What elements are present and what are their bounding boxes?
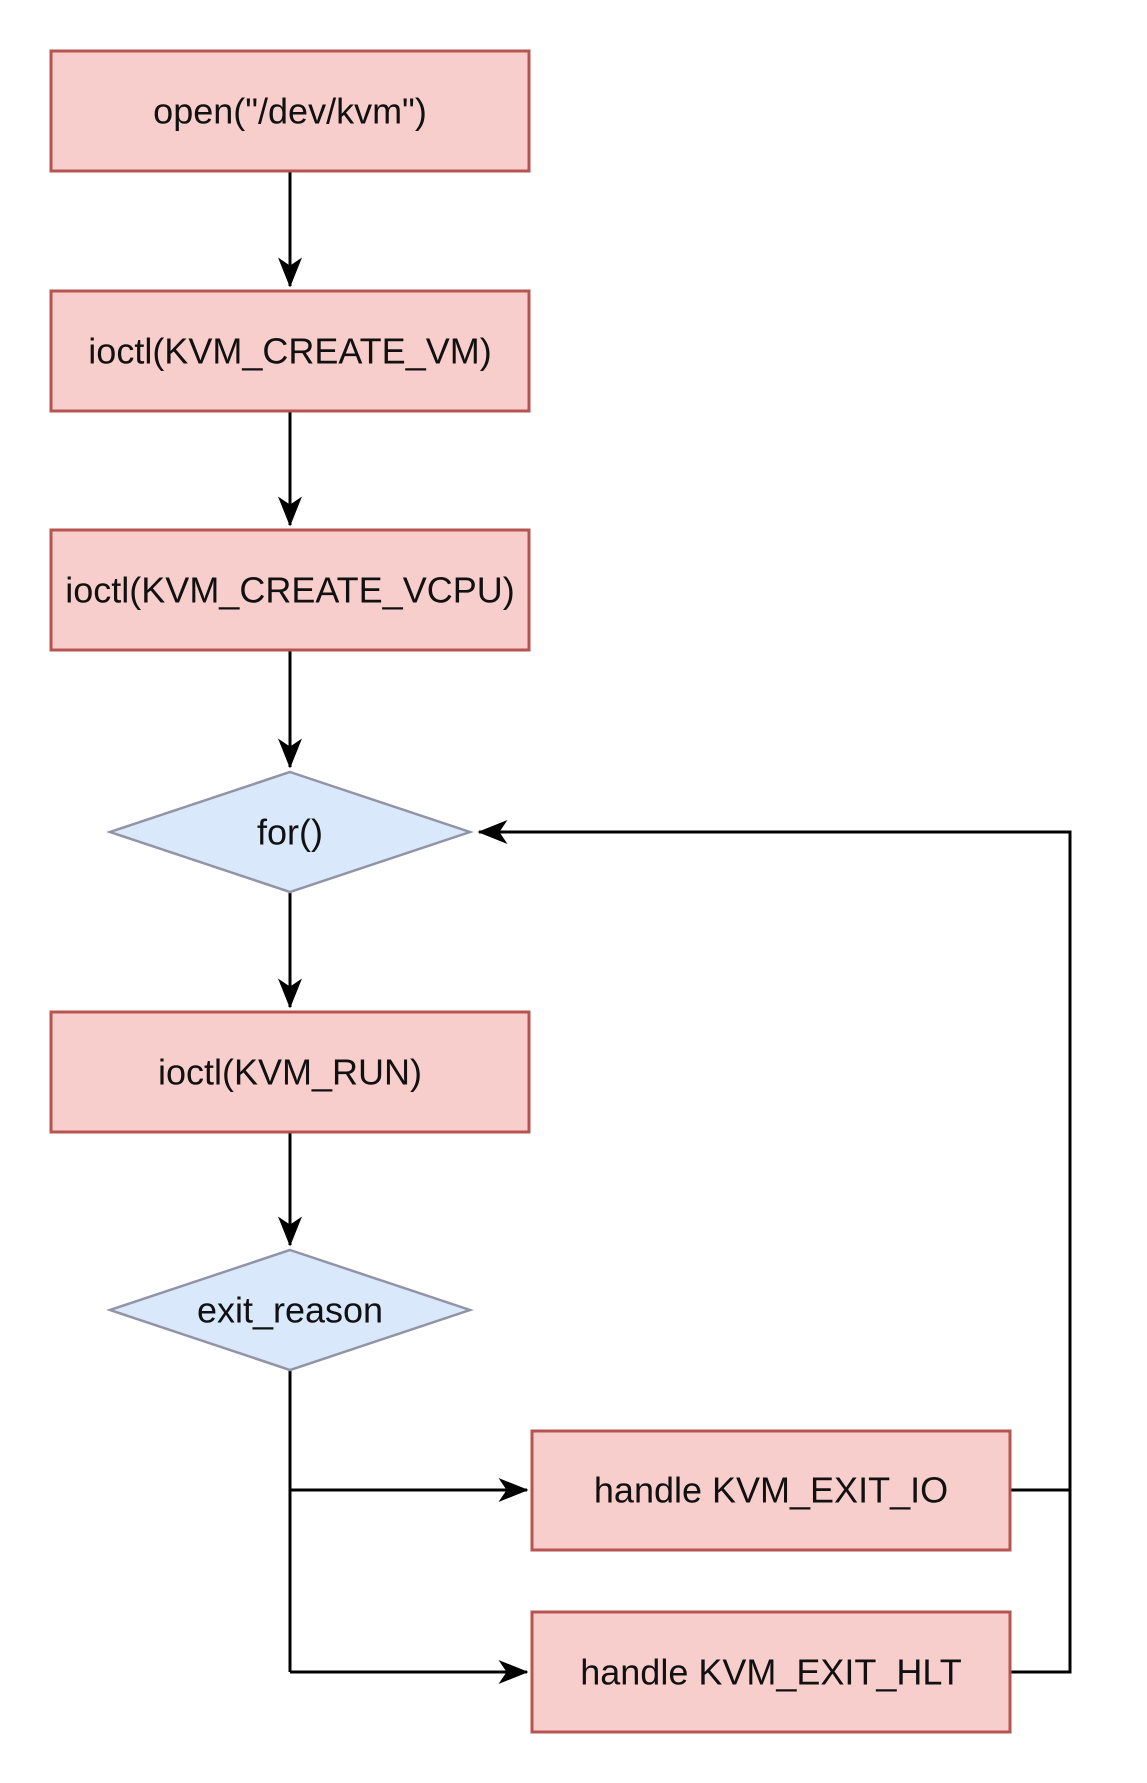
node-label-kvm-run: ioctl(KVM_RUN) xyxy=(158,1052,422,1093)
decision-node-for-diamond xyxy=(106,770,474,894)
node-label-open: open("/dev/kvm") xyxy=(153,91,427,132)
process-node-create-vm: ioctl(KVM_CREATE_VM) xyxy=(49,289,531,413)
node-label-handle-io: handle KVM_EXIT_IO xyxy=(594,1470,948,1511)
process-node-kvm-run-box xyxy=(49,1010,531,1134)
process-node-kvm-run: ioctl(KVM_RUN) xyxy=(49,1010,531,1134)
edge-loop-back-to-for xyxy=(477,820,1072,1674)
process-node-create-vcpu: ioctl(KVM_CREATE_VCPU) xyxy=(49,528,531,652)
node-label-exit-reason: exit_reason xyxy=(197,1290,383,1331)
node-label-create-vm: ioctl(KVM_CREATE_VM) xyxy=(88,331,491,372)
process-node-handle-hlt-box xyxy=(530,1610,1012,1734)
node-label-create-vcpu: ioctl(KVM_CREATE_VCPU) xyxy=(65,570,514,611)
node-label-for: for() xyxy=(257,812,323,853)
decision-node-exit-reason: exit_reason xyxy=(106,1248,474,1372)
decision-node-for: for() xyxy=(106,770,474,894)
process-node-open: open("/dev/kvm") xyxy=(49,49,531,173)
process-node-handle-hlt: handle KVM_EXIT_HLT xyxy=(530,1610,1012,1734)
node-label-handle-hlt: handle KVM_EXIT_HLT xyxy=(580,1652,962,1693)
process-node-create-vm-box xyxy=(49,289,531,413)
process-node-create-vcpu-box xyxy=(49,528,531,652)
process-node-handle-io-box xyxy=(530,1429,1012,1552)
decision-node-exit-reason-diamond xyxy=(106,1248,474,1372)
process-node-open-box xyxy=(49,49,531,173)
process-node-handle-io: handle KVM_EXIT_IO xyxy=(530,1429,1012,1552)
